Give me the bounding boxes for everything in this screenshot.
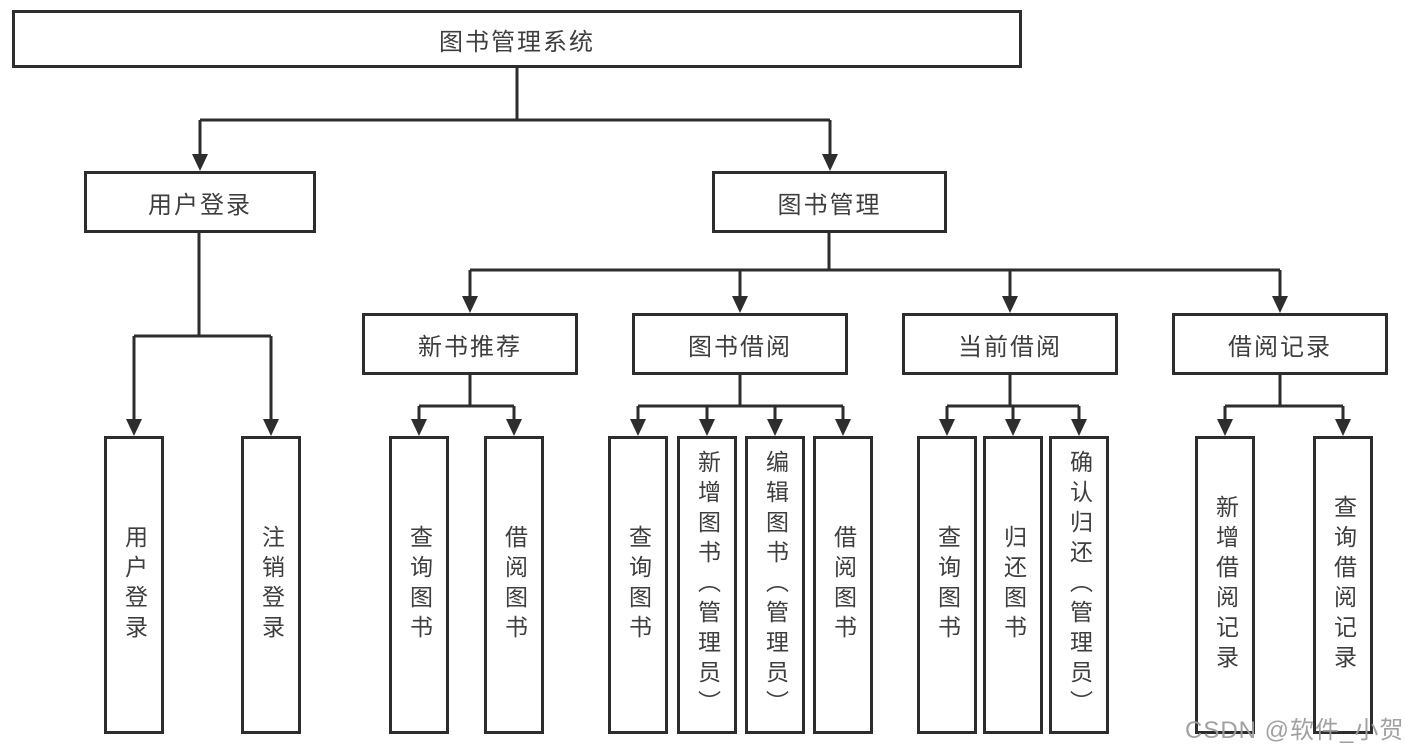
node-book-management: 图书管理 — [712, 171, 947, 233]
leaf-label: 查询图书 — [625, 525, 652, 645]
node-label: 新书推荐 — [418, 333, 522, 361]
leaf-label: 查询图书 — [934, 525, 961, 645]
watermark: CSDN @软件_小贺同学 — [1185, 710, 1405, 745]
leaf-label: 新增图书（管理员） — [694, 450, 721, 720]
node-label: 用户登录 — [148, 191, 252, 219]
leaf-query-borrow-record: 查询借阅记录 — [1313, 436, 1373, 734]
leaf-label: 借阅图书 — [830, 525, 857, 645]
leaf-return-book: 归还图书 — [983, 436, 1043, 734]
leaf-label: 注销登录 — [258, 525, 285, 645]
leaf-query-books-borrow: 查询图书 — [608, 436, 668, 734]
leaf-add-book-admin: 新增图书（管理员） — [677, 436, 737, 734]
leaf-add-borrow-record: 新增借阅记录 — [1195, 436, 1255, 734]
leaf-user-login: 用户登录 — [104, 436, 164, 734]
leaf-logout: 注销登录 — [241, 436, 301, 734]
leaf-label: 新增借阅记录 — [1212, 495, 1239, 675]
node-label: 图书管理 — [777, 191, 882, 219]
node-label: 图书借阅 — [688, 333, 792, 361]
leaf-query-books-recommend: 查询图书 — [389, 436, 449, 734]
node-label: 当前借阅 — [958, 333, 1062, 361]
leaf-borrow-books: 借阅图书 — [813, 436, 873, 734]
leaf-label: 用户登录 — [121, 525, 148, 645]
node-current-borrow: 当前借阅 — [902, 313, 1118, 375]
leaf-label: 编辑图书（管理员） — [762, 450, 789, 720]
node-new-book-recommend: 新书推荐 — [362, 313, 578, 375]
leaf-label: 确认归还（管理员） — [1066, 450, 1093, 720]
node-label: 图书管理系统 — [439, 28, 595, 56]
leaf-edit-book-admin: 编辑图书（管理员） — [745, 436, 805, 734]
leaf-borrow-books-recommend: 借阅图书 — [484, 436, 544, 734]
node-library-management-system: 图书管理系统 — [12, 10, 1022, 68]
watermark-text: CSDN @软件_小贺同学 — [1185, 717, 1405, 744]
leaf-query-books-current: 查询图书 — [917, 436, 977, 734]
leaf-label: 借阅图书 — [501, 525, 528, 645]
leaf-confirm-return-admin: 确认归还（管理员） — [1049, 436, 1109, 734]
node-book-borrow: 图书借阅 — [632, 313, 848, 375]
leaf-label: 归还图书 — [1000, 525, 1027, 645]
node-user-login: 用户登录 — [84, 171, 316, 233]
node-label: 借阅记录 — [1228, 333, 1332, 361]
node-borrow-records: 借阅记录 — [1172, 313, 1388, 375]
leaf-label: 查询图书 — [406, 525, 433, 645]
leaf-label: 查询借阅记录 — [1330, 495, 1357, 675]
